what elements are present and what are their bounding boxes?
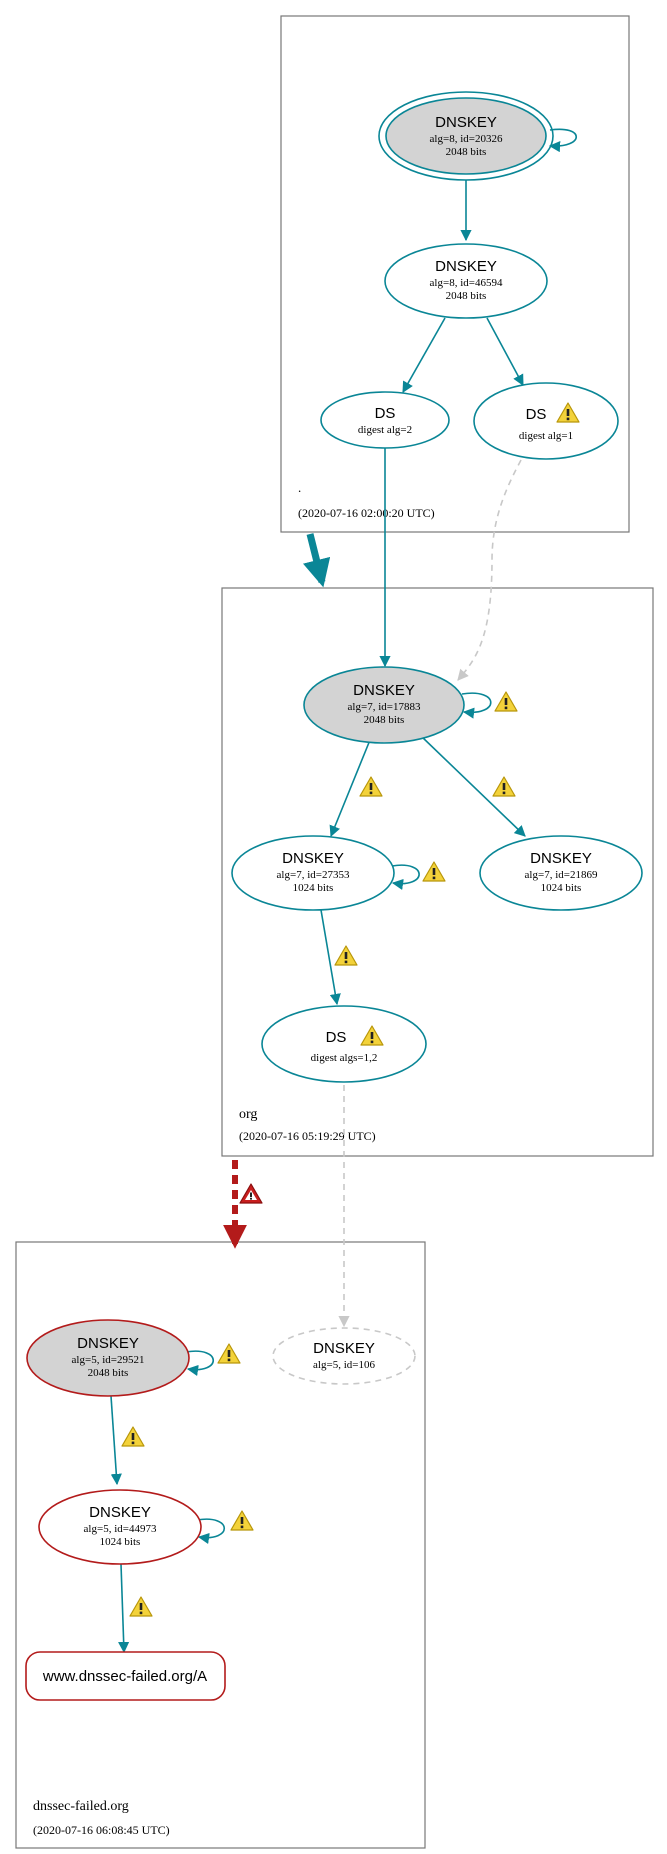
edge-org-zsk1-ds	[320, 909, 341, 1006]
warning-triangle-icon	[494, 691, 518, 712]
zone-root-box	[280, 15, 630, 533]
node-org-zsk-27353[interactable]: DNSKEY alg=7, id=27353 1024 bits	[231, 835, 395, 911]
edge-failed-zsk-rrset	[118, 1563, 130, 1654]
edge-failed-ksk-self	[185, 1350, 215, 1376]
node-root-ds-alg1[interactable]: DS digest alg=1	[473, 382, 619, 460]
node-root-ksk-line2: 2048 bits	[446, 146, 487, 158]
node-org-ds-title: DS	[326, 1029, 347, 1046]
node-org-ds-line1: digest algs=1,2	[311, 1052, 378, 1064]
edge-failed-ksk-zsk	[110, 1395, 122, 1486]
warning-triangle-icon	[230, 1510, 254, 1531]
node-failed-ksk-line1: alg=5, id=29521	[72, 1354, 145, 1366]
node-failed-ksk[interactable]: DNSKEY alg=5, id=29521 2048 bits	[26, 1319, 190, 1397]
edge-org-ksk-zsk1	[329, 739, 371, 838]
node-failed-rrset-title: www.dnssec-failed.org/A	[42, 1668, 207, 1685]
status-icons	[121, 691, 518, 1617]
edges	[110, 128, 578, 1654]
zone-root: . (2020-07-16 02:00:20 UTC)	[280, 15, 630, 533]
zone-failed-name: dnssec-failed.org	[33, 1799, 129, 1814]
edge-org-ksk-zsk2	[420, 735, 526, 837]
node-failed-ksk-title: DNSKEY	[77, 1335, 139, 1352]
node-root-ds2-title: DS	[375, 405, 396, 422]
edge-root-ds1-org-ksk	[457, 459, 522, 681]
warning-triangle-icon	[129, 1596, 153, 1617]
node-failed-zsk-title: DNSKEY	[89, 1504, 151, 1521]
warning-triangle-icon	[492, 776, 516, 797]
node-root-ksk-line1: alg=8, id=20326	[430, 133, 503, 145]
zone-failed-timestamp: (2020-07-16 06:08:45 UTC)	[33, 1823, 170, 1837]
node-org-zsk1-title: DNSKEY	[282, 850, 344, 867]
node-root-zsk[interactable]: DNSKEY alg=8, id=46594 2048 bits	[384, 243, 548, 319]
node-failed-rrset[interactable]: www.dnssec-failed.org/A	[25, 1651, 226, 1701]
node-root-zsk-line2: 2048 bits	[446, 290, 487, 302]
node-root-ds1-line1: digest alg=1	[519, 430, 573, 442]
warning-triangle-icon	[422, 861, 446, 882]
zone-root-name: .	[298, 480, 301, 495]
warning-triangle-icon	[217, 1343, 241, 1364]
node-org-zsk2-line2: 1024 bits	[541, 882, 582, 894]
node-org-zsk2-title: DNSKEY	[530, 850, 592, 867]
node-root-ksk-title: DNSKEY	[435, 114, 497, 131]
edge-root-zsk-ds1	[486, 317, 524, 386]
node-org-ds[interactable]: DS digest algs=1,2	[261, 1005, 427, 1083]
zone-dnssec-failed: dnssec-failed.org (2020-07-16 06:08:45 U…	[15, 1241, 426, 1849]
warning-triangle-icon	[359, 776, 383, 797]
node-failed-missing-title: DNSKEY	[313, 1340, 375, 1357]
edge-delegation-root-org	[302, 533, 331, 588]
warning-triangle-icon	[334, 945, 358, 966]
node-failed-zsk[interactable]: DNSKEY alg=5, id=44973 1024 bits	[38, 1489, 202, 1565]
node-failed-zsk-line1: alg=5, id=44973	[84, 1523, 157, 1535]
node-root-ds2-line1: digest alg=2	[358, 424, 412, 436]
edge-root-ksk-self	[548, 128, 578, 153]
edge-org-zsk1-self	[391, 864, 420, 890]
node-root-ds-alg2[interactable]: DS digest alg=2	[320, 391, 450, 449]
node-org-zsk-21869[interactable]: DNSKEY alg=7, id=21869 1024 bits	[479, 835, 643, 911]
node-failed-zsk-line2: 1024 bits	[100, 1536, 141, 1548]
edge-failed-zsk-self	[196, 1518, 226, 1544]
node-org-ksk-line1: alg=7, id=17883	[348, 701, 421, 713]
node-org-zsk1-line1: alg=7, id=27353	[277, 869, 350, 881]
node-org-zsk2-line1: alg=7, id=21869	[525, 869, 598, 881]
zone-org-timestamp: (2020-07-16 05:19:29 UTC)	[239, 1129, 376, 1143]
node-root-ds1-title: DS	[526, 406, 547, 423]
node-org-ksk[interactable]: DNSKEY alg=7, id=17883 2048 bits	[303, 666, 465, 744]
zone-org: org (2020-07-16 05:19:29 UTC)	[221, 587, 654, 1157]
node-failed-missing-line1: alg=5, id=106	[313, 1359, 375, 1371]
node-org-ksk-line2: 2048 bits	[364, 714, 405, 726]
zone-root-timestamp: (2020-07-16 02:00:20 UTC)	[298, 506, 435, 520]
zone-failed-box	[15, 1241, 426, 1849]
error-triangle-icon	[239, 1183, 263, 1204]
zone-org-box	[221, 587, 654, 1157]
node-org-zsk1-line2: 1024 bits	[293, 882, 334, 894]
zone-org-name: org	[239, 1107, 257, 1122]
node-org-ksk-title: DNSKEY	[353, 682, 415, 699]
node-root-zsk-title: DNSKEY	[435, 258, 497, 275]
edge-org-ksk-self	[461, 692, 492, 719]
node-root-ksk[interactable]: DNSKEY alg=8, id=20326 2048 bits	[378, 91, 554, 181]
node-failed-ksk-line2: 2048 bits	[88, 1367, 129, 1379]
edge-root-zsk-ds2	[402, 317, 446, 393]
node-failed-missing-dnskey[interactable]: DNSKEY alg=5, id=106	[272, 1327, 416, 1385]
node-root-zsk-line1: alg=8, id=46594	[430, 277, 503, 289]
warning-triangle-icon	[121, 1426, 145, 1447]
